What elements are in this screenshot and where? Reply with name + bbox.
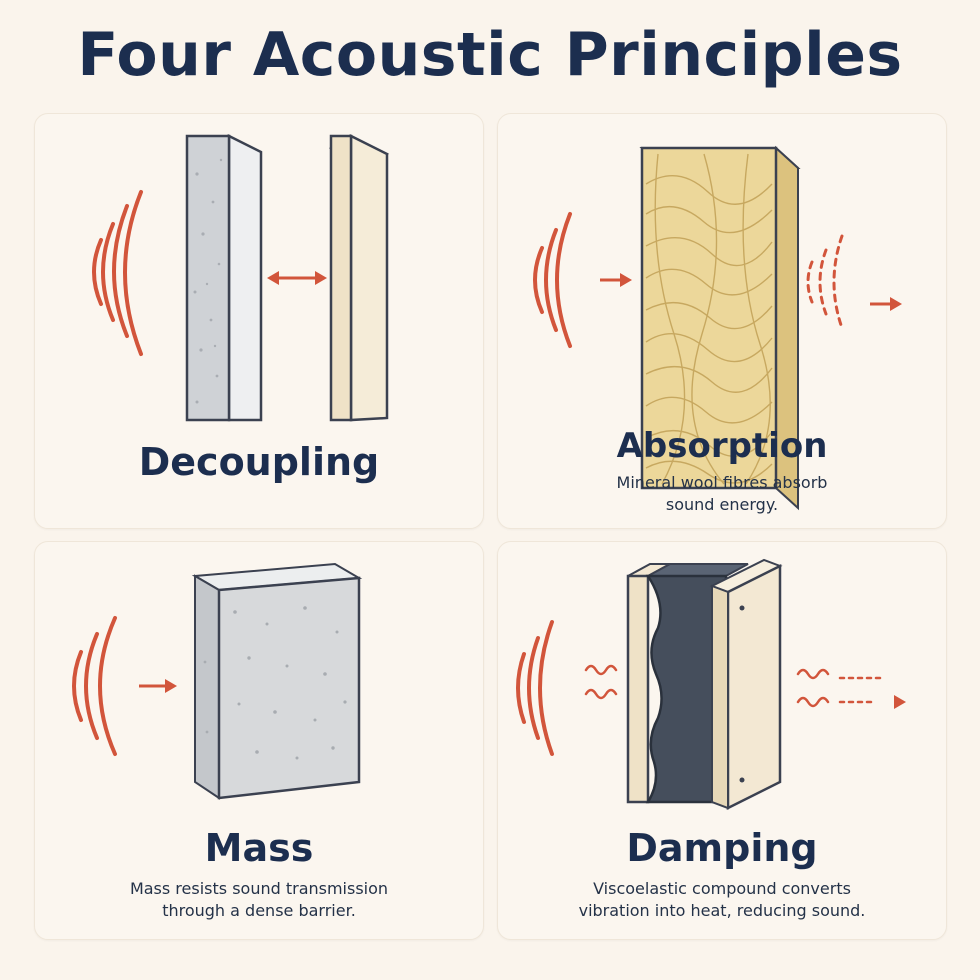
damping-panel-assembly [626, 558, 783, 811]
arrow-in-icon [139, 679, 177, 693]
concrete-block [191, 562, 363, 800]
arrow-out-icon [894, 695, 906, 709]
mineral-wool-block [639, 145, 801, 511]
absorption-illustration [533, 145, 902, 511]
sound-wave-icon [533, 212, 572, 348]
vibration-wave-icon [584, 664, 618, 700]
panel-desc-damping: Viscoelastic compound converts vibration… [578, 879, 866, 920]
double-arrow-icon [267, 271, 327, 285]
arrow-out-icon [870, 297, 902, 311]
panel-decoupling: Decoupling [34, 113, 484, 529]
sound-wave-icon [72, 616, 117, 756]
panel-desc-mass: Mass resists sound transmission through … [129, 879, 389, 920]
decoupling-illustration [92, 133, 390, 422]
faded-wave-icon [806, 234, 844, 330]
panel-absorption: Absorption Mineral wool fibres absorb so… [497, 113, 947, 529]
damping-illustration [516, 558, 906, 811]
panel-label-mass: Mass [204, 826, 314, 870]
panel-mass: Mass Mass resists sound transmission thr… [34, 541, 484, 940]
mass-illustration [72, 562, 363, 800]
panel-damping: Damping Viscoelastic compound converts v… [497, 541, 947, 940]
panel-label-decoupling: Decoupling [138, 440, 380, 484]
arrow-in-icon [600, 273, 632, 287]
concrete-wall-panel [185, 133, 263, 422]
sound-wave-icon [92, 190, 143, 356]
reduced-vibration-icon [796, 668, 884, 708]
panel-desc-absorption: Mineral wool fibres absorb sound energy. [616, 473, 828, 514]
sound-wave-icon [516, 620, 554, 756]
panel-label-absorption: Absorption [616, 426, 828, 466]
page-title: Four Acoustic Principles [77, 20, 903, 90]
plasterboard-panel [328, 133, 390, 422]
panel-label-damping: Damping [626, 826, 818, 870]
